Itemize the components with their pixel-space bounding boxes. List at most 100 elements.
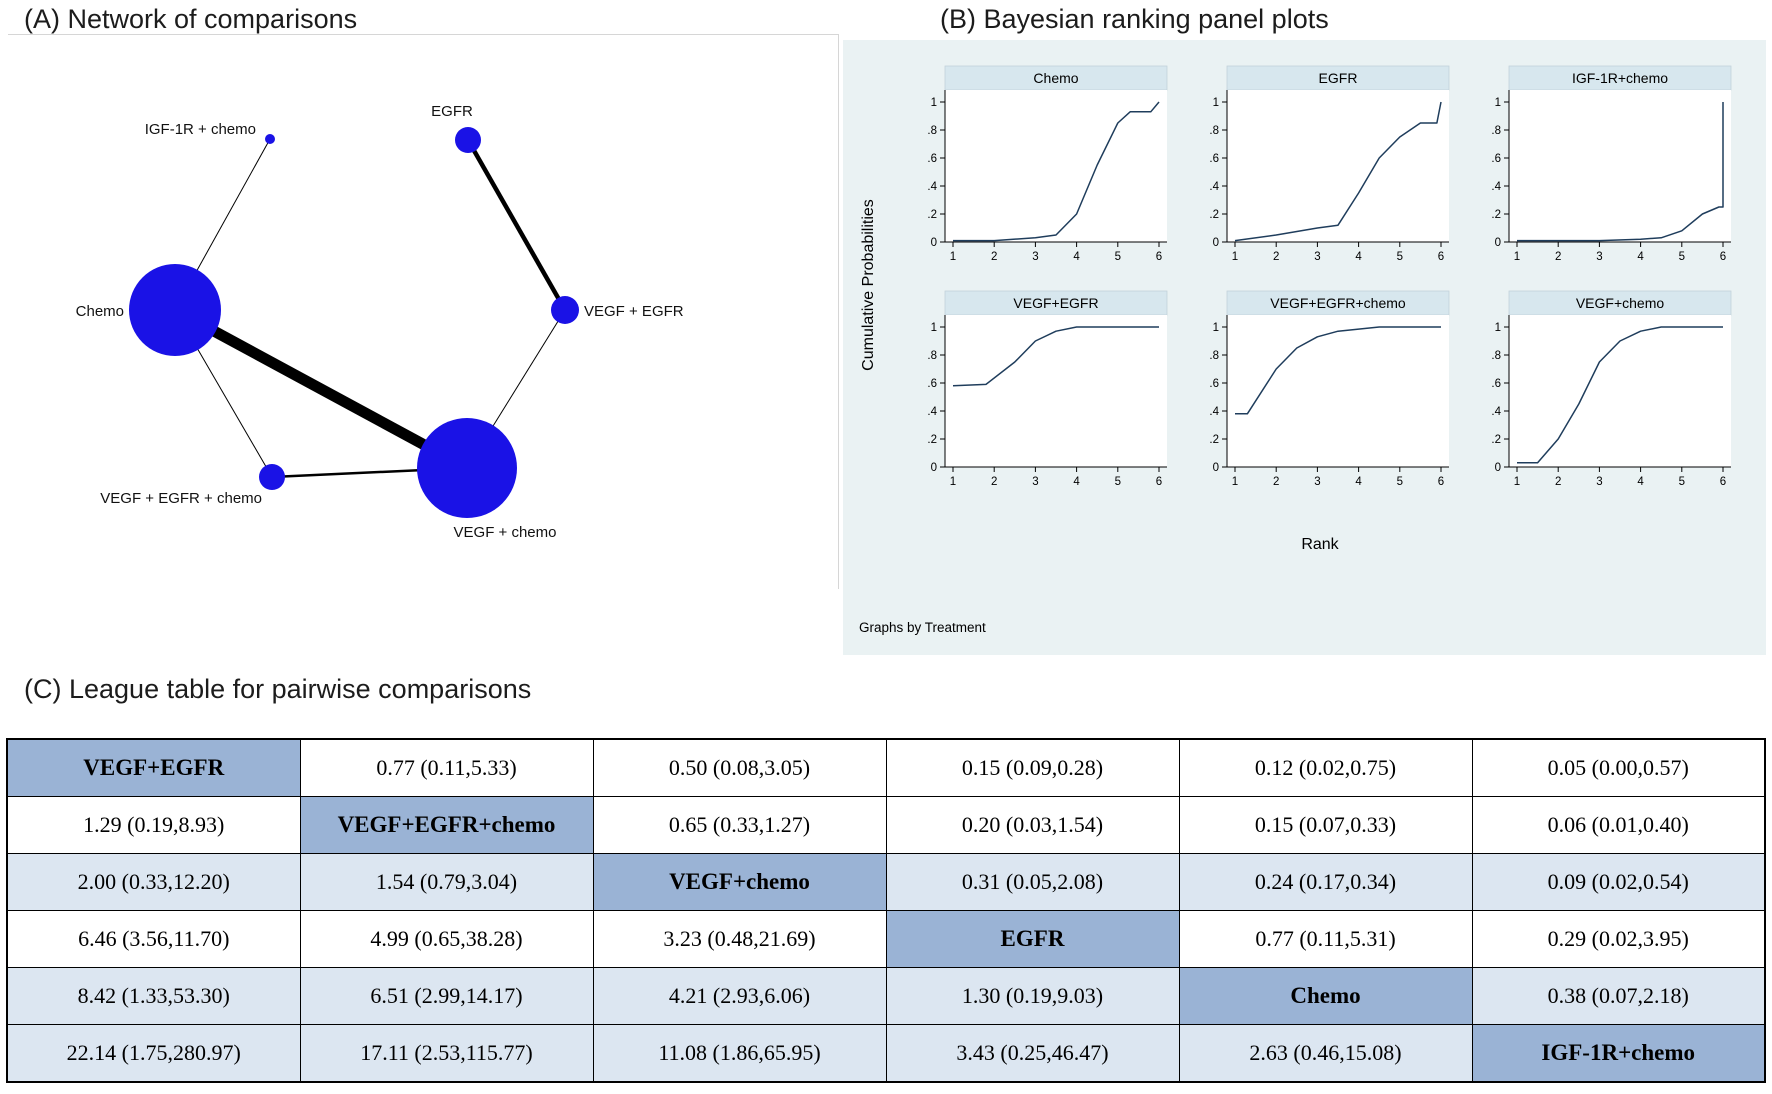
estimate-cell: 4.21 (2.93,6.06) <box>592 967 887 1025</box>
x-tick-label: 4 <box>1355 476 1362 488</box>
estimate-cell: 17.11 (2.53,115.77) <box>299 1024 594 1083</box>
network-node-label: VEGF + EGFR <box>584 303 684 320</box>
league-table-row: 2.00 (0.33,12.20)1.54 (0.79,3.04)VEGF+ch… <box>6 853 1766 911</box>
x-tick-label: 4 <box>1637 476 1644 488</box>
panel-a-title: (A) Network of comparisons <box>24 4 358 34</box>
y-tick-label: .4 <box>1491 181 1501 193</box>
x-tick-label: 5 <box>1397 251 1403 263</box>
y-tick-label: .6 <box>927 378 937 390</box>
y-tick-label: .8 <box>1491 125 1501 137</box>
network-node-label: IGF-1R + chemo <box>145 121 256 138</box>
x-tick-label: 3 <box>1596 476 1602 488</box>
y-tick-label: 1 <box>1213 97 1219 109</box>
estimate-cell: 3.43 (0.25,46.47) <box>885 1024 1180 1083</box>
y-tick-label: .2 <box>1491 209 1501 221</box>
network-node <box>129 264 221 356</box>
y-tick-label: .6 <box>927 153 937 165</box>
x-tick-label: 4 <box>1073 251 1080 263</box>
y-tick-label: .8 <box>1209 125 1219 137</box>
estimate-cell: 3.23 (0.48,21.69) <box>592 910 887 968</box>
x-tick-label: 1 <box>1514 251 1520 263</box>
treatment-cell: EGFR <box>885 910 1180 968</box>
y-tick-label: .8 <box>1491 350 1501 362</box>
subplot-title-strip <box>944 65 1168 91</box>
panel-a-frame <box>8 34 839 589</box>
estimate-cell: 0.05 (0.00,0.57) <box>1471 738 1766 797</box>
network-node <box>417 418 517 518</box>
y-tick-label: .6 <box>1491 378 1501 390</box>
x-tick-label: 1 <box>950 476 956 488</box>
y-tick-label: .6 <box>1491 153 1501 165</box>
y-tick-label: .4 <box>1209 181 1219 193</box>
y-tick-label: .4 <box>1491 406 1501 418</box>
cumulative-probability-line <box>953 101 1160 242</box>
x-tick-label: 3 <box>1314 251 1320 263</box>
y-tick-label: 0 <box>1495 462 1501 474</box>
estimate-cell: 8.42 (1.33,53.30) <box>6 967 301 1025</box>
plot-area <box>1509 90 1731 242</box>
cumulative-probability-line <box>1235 326 1441 415</box>
y-tick-label: .4 <box>1209 406 1219 418</box>
treatment-cell: VEGF+chemo <box>592 853 887 911</box>
x-tick-label: 2 <box>991 251 997 263</box>
x-tick-label: 5 <box>1115 251 1121 263</box>
x-tick-label: 5 <box>1115 476 1121 488</box>
estimate-cell: 0.24 (0.17,0.34) <box>1178 853 1473 911</box>
subplot-title: IGF-1R+chemo <box>1572 70 1668 86</box>
estimate-cell: 0.09 (0.02,0.54) <box>1471 853 1766 911</box>
network-edge <box>172 305 470 473</box>
y-tick-label: .8 <box>927 125 937 137</box>
x-tick-label: 6 <box>1156 476 1162 488</box>
y-tick-label: .6 <box>1209 153 1219 165</box>
y-tick-label: .4 <box>927 181 937 193</box>
league-table-row: 8.42 (1.33,53.30)6.51 (2.99,14.17)4.21 (… <box>6 967 1766 1025</box>
network-node <box>455 127 481 153</box>
x-tick-label: 2 <box>991 476 997 488</box>
x-tick-label: 3 <box>1314 476 1320 488</box>
treatment-cell: VEGF+EGFR <box>6 738 301 797</box>
x-tick-label: 1 <box>1232 476 1238 488</box>
subplot-title-strip <box>1226 65 1450 91</box>
x-tick-label: 4 <box>1637 251 1644 263</box>
y-tick-label: .4 <box>927 406 937 418</box>
plot-area <box>1509 315 1731 467</box>
x-tick-label: 6 <box>1720 476 1726 488</box>
panel-b-caption: Graphs by Treatment <box>859 620 986 635</box>
network-edge <box>466 138 567 312</box>
x-tick-label: 5 <box>1679 476 1685 488</box>
estimate-cell: 0.38 (0.07,2.18) <box>1471 967 1766 1025</box>
x-tick-label: 4 <box>1073 476 1080 488</box>
estimate-cell: 4.99 (0.65,38.28) <box>299 910 594 968</box>
network-node <box>551 296 579 324</box>
x-tick-label: 2 <box>1273 251 1279 263</box>
y-tick-label: 0 <box>1213 237 1219 249</box>
x-tick-label: 5 <box>1679 251 1685 263</box>
estimate-cell: 22.14 (1.75,280.97) <box>6 1024 301 1083</box>
x-tick-label: 1 <box>1232 251 1238 263</box>
estimate-cell: 1.54 (0.79,3.04) <box>299 853 594 911</box>
estimate-cell: 0.15 (0.07,0.33) <box>1178 796 1473 854</box>
network-node-label: VEGF + chemo <box>454 524 557 541</box>
y-tick-label: .2 <box>1209 209 1219 221</box>
y-tick-label: 1 <box>1495 322 1501 334</box>
cumulative-probability-line <box>1234 101 1442 242</box>
x-tick-label: 1 <box>1514 476 1520 488</box>
plot-area <box>1227 315 1449 467</box>
subplot-title: VEGF+EGFR <box>1013 295 1098 311</box>
x-tick-label: 5 <box>1397 476 1403 488</box>
estimate-cell: 0.77 (0.11,5.33) <box>299 738 594 797</box>
y-tick-label: 0 <box>1213 462 1219 474</box>
y-tick-label: .2 <box>927 434 937 446</box>
x-tick-label: 2 <box>1273 476 1279 488</box>
